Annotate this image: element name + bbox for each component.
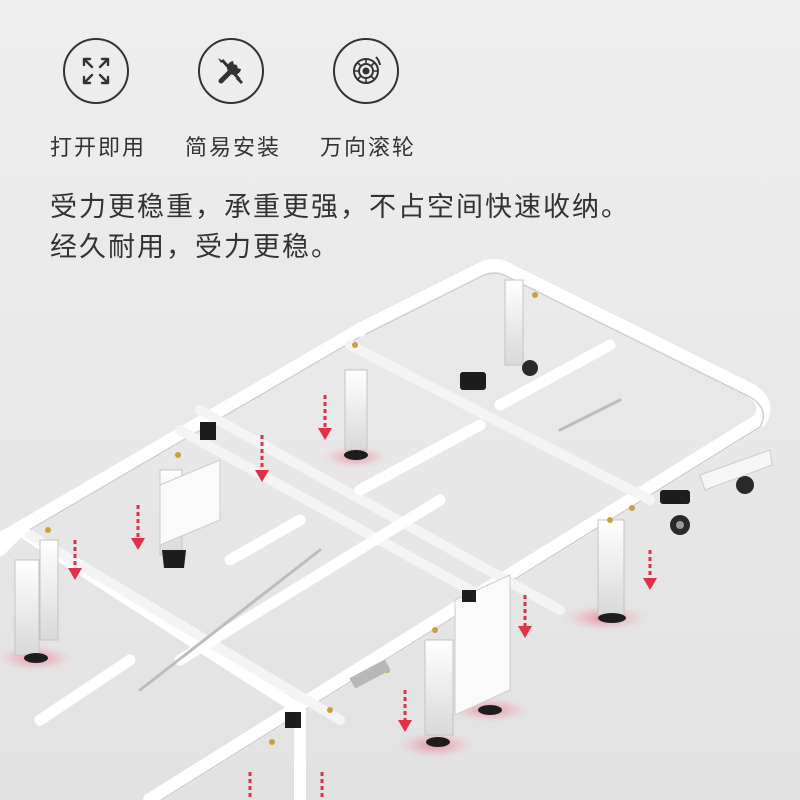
product-description: 受力更稳重，承重更强，不占空间快速收纳。 经久耐用，受力更稳。 [50, 188, 630, 268]
folding-bed-frame-image [0, 259, 773, 800]
feature-label: 万向滚轮 [320, 136, 417, 161]
description-line: 受力更稳重，承重更强，不占空间快速收纳。 [50, 192, 630, 223]
wrench-screwdriver-icon [198, 38, 264, 104]
feature-open-ready: 打开即用 [50, 38, 185, 162]
feature-list: 打开即用 简易安装 万向滚轮 [50, 38, 455, 162]
caster-wheels [522, 360, 773, 535]
load-direction-arrows [68, 395, 657, 800]
feature-caster-wheel: 万向滚轮 [320, 38, 455, 162]
feature-easy-install: 简易安装 [185, 38, 320, 162]
feature-label: 打开即用 [50, 136, 147, 161]
caster-wheel-icon [333, 38, 399, 104]
description-line: 经久耐用，受力更稳。 [50, 232, 340, 263]
feature-label: 简易安装 [185, 136, 282, 161]
expand-arrows-icon [63, 38, 129, 104]
